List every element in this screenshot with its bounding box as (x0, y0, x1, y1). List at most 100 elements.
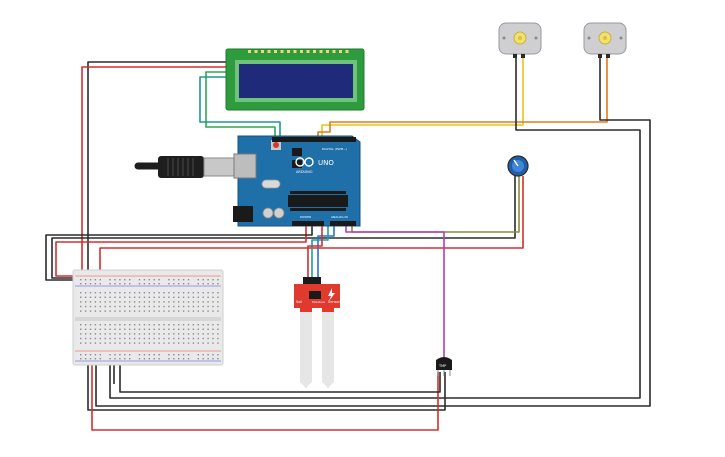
arduino-power-jack (233, 206, 253, 222)
breadboard-hole (178, 358, 180, 360)
breadboard-hole (202, 324, 204, 326)
breadboard-hole (104, 292, 106, 294)
breadboard-hole (168, 342, 170, 344)
breadboard-hole (114, 324, 116, 326)
breadboard-hole (94, 292, 97, 294)
lcd-display[interactable] (225, 48, 365, 111)
breadboard-hole (163, 292, 165, 294)
dc-motor-2[interactable] (583, 22, 627, 58)
wire-green-lcd-1[interactable] (205, 71, 276, 138)
breadboard-hole (94, 358, 97, 360)
breadboard-hole (178, 333, 180, 335)
wire-red-moisture[interactable] (307, 226, 323, 280)
lcd-pin (248, 50, 251, 53)
breadboard-hole (178, 296, 180, 298)
wire-orange-motor2[interactable] (317, 56, 608, 138)
breadboard-hole (143, 283, 146, 285)
breadboard-hole (187, 328, 190, 330)
breadboard-hole (163, 305, 165, 308)
breadboard-hole (168, 328, 170, 330)
breadboard[interactable] (72, 269, 224, 366)
breadboard-hole (138, 292, 141, 294)
wire-olive-pot[interactable] (351, 176, 520, 233)
breadboard-hole (124, 328, 126, 330)
breadboard-hole (148, 292, 150, 294)
moisture-right-text: Sensor (328, 300, 341, 304)
breadboard-hole (207, 292, 209, 294)
breadboard-hole (192, 328, 195, 330)
breadboard-hole (119, 296, 121, 298)
wire-red-lcd-left[interactable] (81, 66, 228, 278)
breadboard-hole (104, 296, 106, 298)
potentiometer[interactable] (507, 155, 529, 177)
breadboard-hole (89, 358, 92, 360)
breadboard-hole (173, 279, 175, 281)
breadboard-hole (217, 279, 219, 281)
arduino-power-header (292, 221, 324, 226)
breadboard-hole (207, 283, 209, 285)
breadboard-hole (89, 354, 92, 356)
breadboard-hole (168, 324, 170, 326)
soil-moisture-sensor[interactable]: Soil Moisture Sensor (294, 277, 341, 388)
breadboard-hole (212, 337, 214, 340)
breadboard-hole (129, 354, 131, 356)
breadboard-hole (80, 328, 82, 330)
breadboard-hole (109, 324, 111, 326)
breadboard-hole (173, 337, 175, 340)
breadboard-hole (80, 296, 82, 298)
temperature-sensor[interactable]: TMP (436, 357, 452, 376)
motor-1-screw-right (534, 36, 538, 40)
breadboard-hole (119, 324, 121, 326)
breadboard-hole (143, 328, 146, 330)
arduino-brand-text: ARDUINO (296, 170, 313, 174)
motor-1-shaft-center (518, 36, 522, 40)
wire-black-motor2[interactable] (95, 56, 651, 407)
breadboard-hole (148, 279, 150, 281)
breadboard-hole (109, 333, 111, 335)
wire-black-motor1[interactable] (109, 56, 641, 399)
dc-motor-1[interactable] (498, 22, 542, 58)
arduino-analog-header (330, 221, 356, 226)
wire-green-lcd-2[interactable] (199, 76, 281, 138)
breadboard-hole (109, 305, 111, 308)
breadboard-hole (99, 301, 101, 303)
wire-magenta-tmp[interactable] (345, 226, 445, 360)
breadboard-hole (173, 292, 175, 294)
wire-teal-moisture[interactable] (311, 226, 329, 280)
breadboard-hole (163, 342, 165, 344)
wire-black-pot[interactable] (51, 176, 516, 279)
arduino-uno[interactable]: ARDUINO UNO DIGITAL (PWM~) POWER ANALOG … (233, 135, 361, 227)
breadboard-hole (84, 283, 87, 285)
breadboard-hole (94, 333, 97, 335)
breadboard-hole (187, 324, 190, 326)
breadboard-hole (197, 342, 199, 344)
moisture-prong-left-tip (300, 382, 312, 388)
breadboard-hole (124, 301, 126, 303)
motor-2-terminal-a (598, 54, 602, 58)
breadboard-hole (138, 301, 141, 303)
breadboard-hole (104, 328, 106, 330)
breadboard-hole (212, 333, 214, 335)
breadboard-hole (94, 296, 97, 298)
moisture-header (303, 277, 321, 285)
usb-plug-metal (203, 157, 239, 177)
breadboard-hole (202, 292, 204, 294)
breadboard-hole (153, 292, 155, 294)
breadboard-hole (114, 328, 116, 330)
wire-black-gnd[interactable] (45, 226, 313, 281)
breadboard-hole (119, 301, 121, 303)
breadboard-hole (99, 283, 101, 285)
breadboard-hole (148, 342, 150, 344)
lcd-pin (300, 50, 303, 53)
breadboard-hole (207, 354, 209, 356)
wire-blue-moisture[interactable] (317, 226, 335, 280)
wire-red-5v[interactable] (55, 226, 307, 277)
usb-plug-body (158, 156, 204, 178)
breadboard-hole (197, 305, 199, 308)
breadboard-hole (124, 358, 126, 360)
breadboard-hole (168, 301, 170, 303)
breadboard-hole (114, 310, 116, 312)
breadboard-hole (173, 283, 175, 285)
tmp-cap (436, 357, 452, 360)
breadboard-hole (217, 342, 219, 344)
